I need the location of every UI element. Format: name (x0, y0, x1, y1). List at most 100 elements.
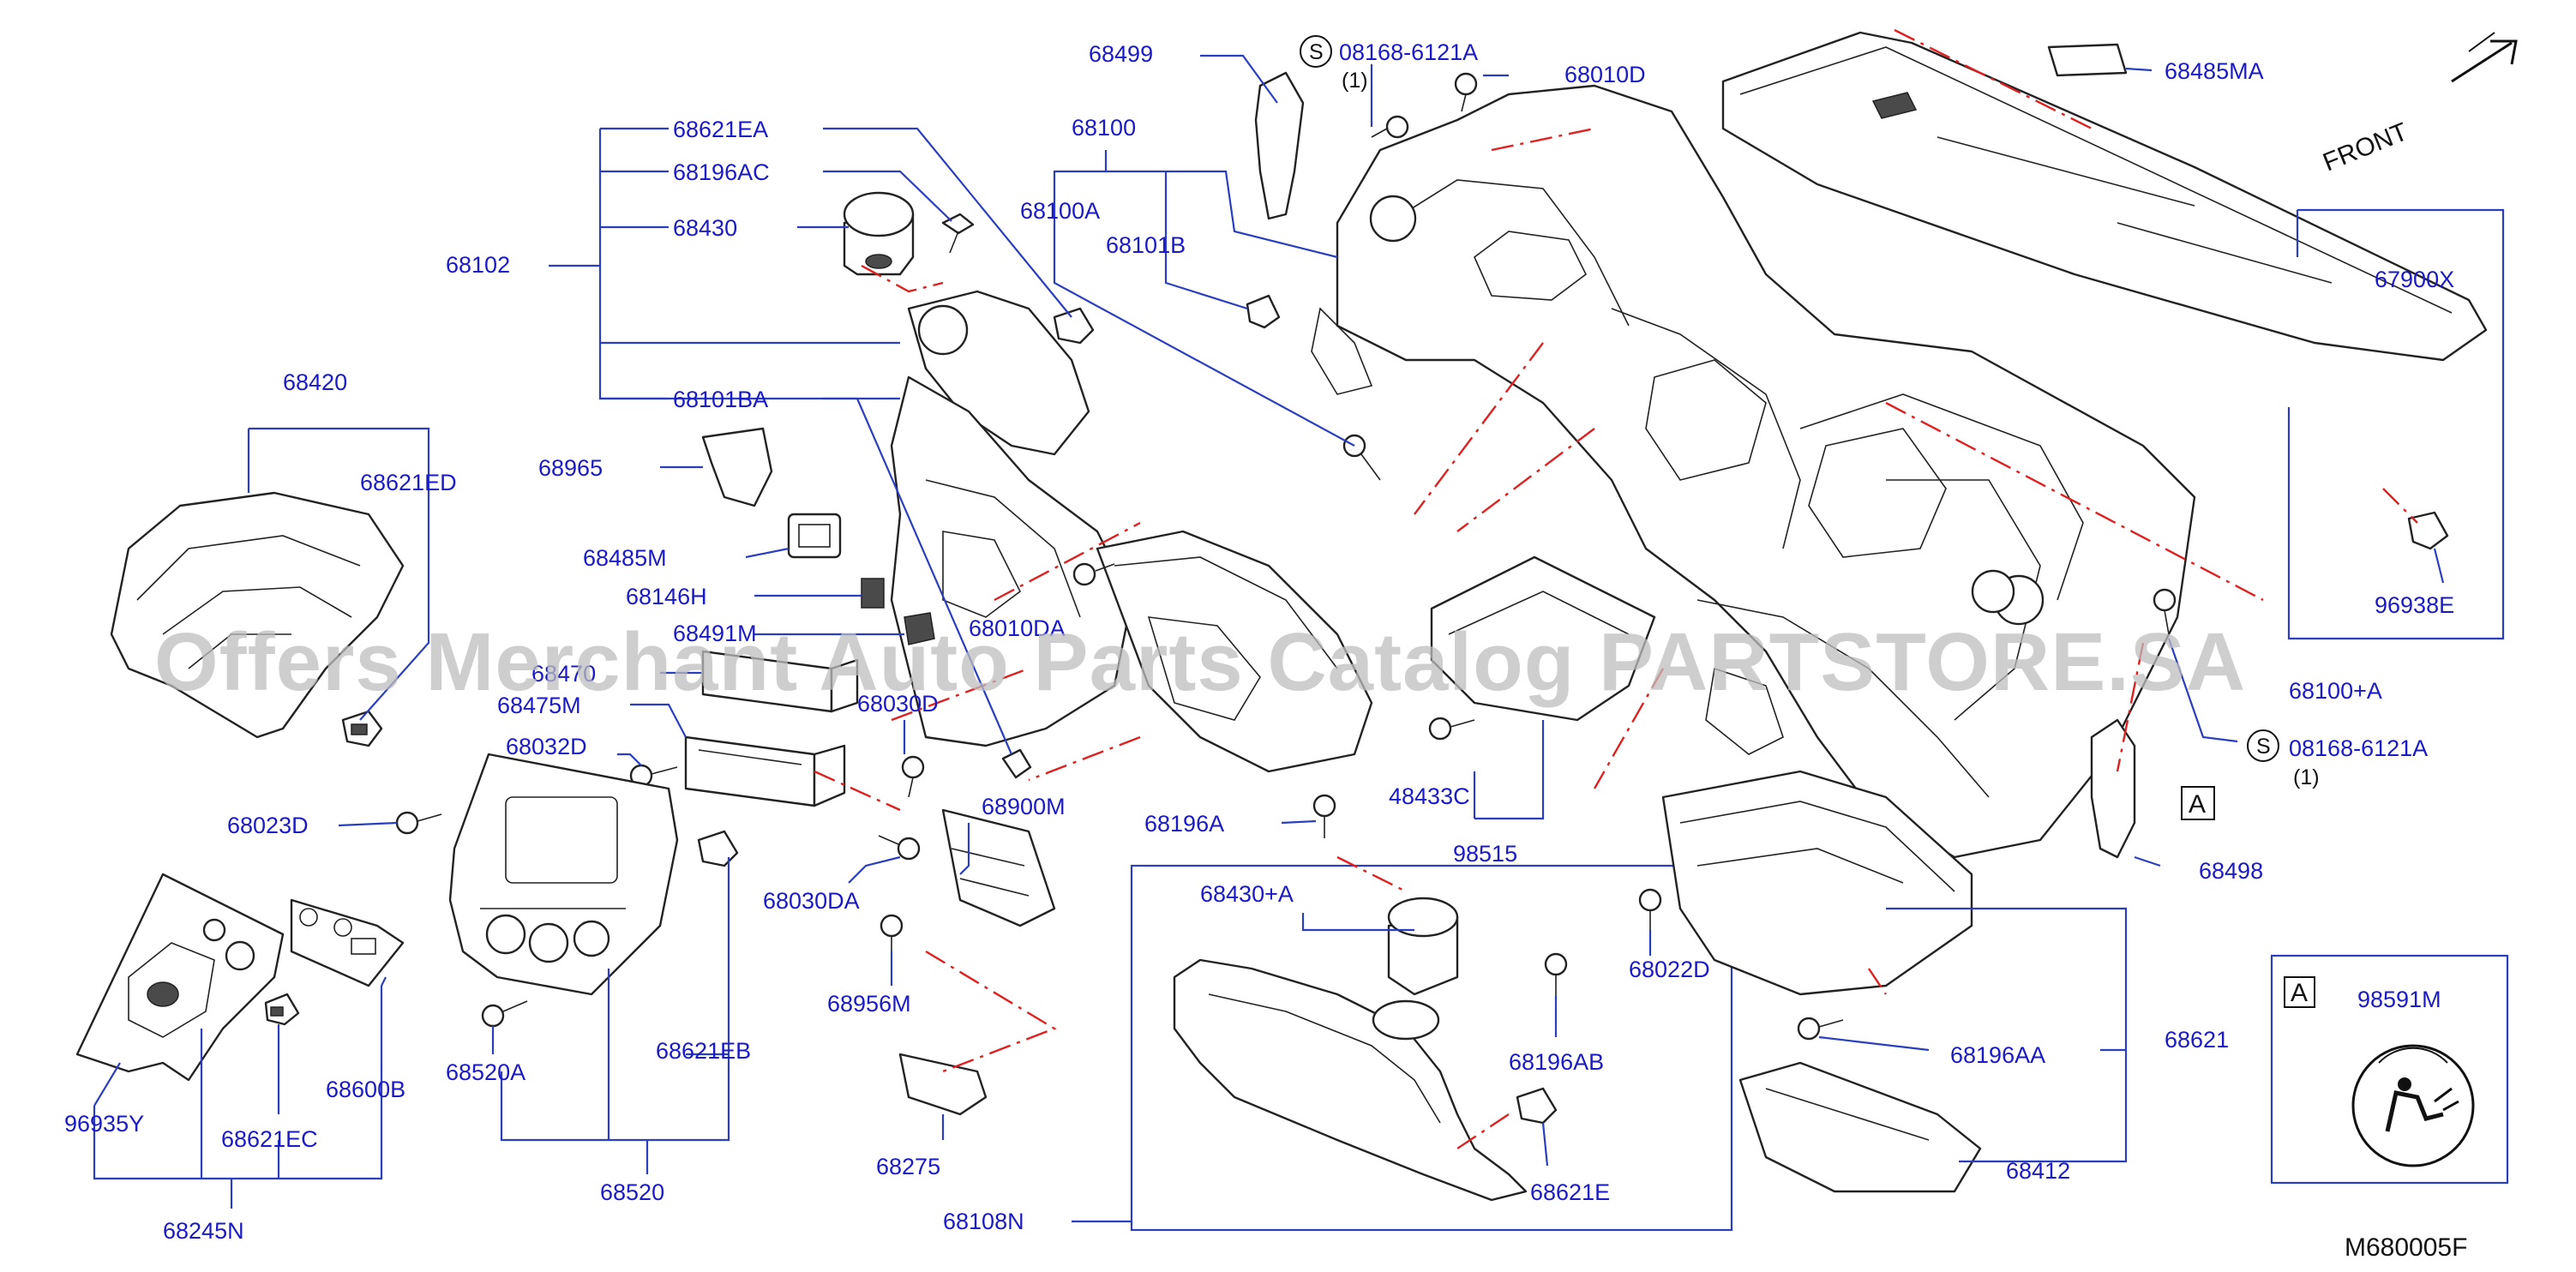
label-68100A[interactable]: 68100A (1020, 198, 1100, 224)
label-68621[interactable]: 68621 (2165, 1027, 2229, 1053)
label-68485MA[interactable]: 68485MA (2165, 58, 2264, 84)
watermark: Offers Merchant Auto Parts Catalog PARTS… (154, 616, 2246, 708)
screw-68010DA (1072, 562, 1115, 586)
clip-68956M (880, 914, 904, 951)
label-48433C[interactable]: 48433C (1389, 783, 1470, 809)
label-68196AA[interactable]: 68196AA (1950, 1042, 2045, 1068)
label-68621E[interactable]: 68621E (1530, 1179, 1610, 1205)
screw-symbol-bottom (2247, 729, 2279, 762)
label-68196AC[interactable]: 68196AC (673, 159, 770, 185)
label-68499[interactable]: 68499 (1089, 41, 1153, 67)
label-98591M[interactable]: 98591M (2357, 987, 2441, 1012)
screw-08168-top (1371, 115, 1409, 139)
tray-68485M (787, 513, 842, 559)
leader-lines (93, 54, 2505, 1223)
label-68485M[interactable]: 68485M (583, 545, 667, 571)
label-08168-bottom[interactable]: 08168-6121A (2289, 735, 2428, 761)
label-68520[interactable]: 68520 (600, 1179, 664, 1205)
clip-68491M (904, 612, 935, 645)
label-68022D[interactable]: 68022D (1629, 957, 1710, 982)
part-labels: 68499 08168-6121A (1) 68010D 68485MA 686… (64, 39, 2454, 1244)
label-96938E[interactable]: 96938E (2375, 592, 2454, 618)
label-68498[interactable]: 68498 (2199, 858, 2263, 884)
label-68196AB[interactable]: 68196AB (1509, 1049, 1604, 1075)
pad-68146H (861, 578, 885, 609)
label-68023D[interactable]: 68023D (227, 813, 309, 838)
screw-68100-plus-A (2153, 588, 2177, 635)
label-68621EB[interactable]: 68621EB (656, 1038, 751, 1064)
clip-68621ED (341, 710, 383, 747)
center-console-stay (890, 290, 1373, 773)
label-68196A[interactable]: 68196A (1144, 811, 1224, 837)
cup-holder-68430 (843, 191, 915, 276)
instrument-panel-assembly-68100 (1311, 31, 2488, 859)
label-68621ED[interactable]: 68621ED (360, 470, 457, 495)
pocket-68475M (684, 735, 846, 807)
screw-68030DA (878, 835, 921, 861)
label-68491M[interactable]: 68491M (673, 621, 757, 646)
label-08168-top[interactable]: 08168-6121A (1339, 39, 1478, 65)
label-68520A[interactable]: 68520A (446, 1059, 525, 1085)
label-68101B[interactable]: 68101B (1106, 232, 1186, 258)
label-68430-plus-A[interactable]: 68430+A (1200, 881, 1294, 907)
glove-box-68621 (1661, 770, 1973, 996)
front-label: FRONT (2319, 117, 2411, 177)
clip-68621EB (697, 830, 739, 867)
label-68956M[interactable]: 68956M (827, 991, 911, 1017)
screw-68196A (1312, 794, 1336, 838)
console-68900M (941, 808, 1056, 927)
clip-68621EC (264, 993, 300, 1026)
label-68600B[interactable]: 68600B (326, 1077, 405, 1102)
clip-96938E (2407, 511, 2449, 550)
label-96935Y[interactable]: 96935Y (64, 1111, 144, 1137)
callout-box-a-letter: A (2189, 790, 2206, 819)
label-68475M[interactable]: 68475M (497, 693, 581, 718)
label-68621EA[interactable]: 68621EA (673, 117, 768, 142)
label-68965[interactable]: 68965 (538, 455, 603, 481)
screw-68023D (395, 811, 442, 835)
screw-68196AB (1544, 952, 1568, 996)
label-68010DA[interactable]: 68010DA (969, 615, 1066, 641)
label-68101BA[interactable]: 68101BA (673, 387, 768, 412)
cluster-lid-68420 (110, 491, 405, 739)
label-68245N[interactable]: 68245N (163, 1218, 244, 1244)
callout-box-letter: A (2291, 979, 2308, 1007)
label-68275[interactable]: 68275 (876, 1154, 940, 1179)
label-68146H[interactable]: 68146H (626, 584, 707, 609)
label-68430[interactable]: 68430 (673, 215, 737, 241)
clip-68101BA (1001, 748, 1032, 779)
label-68100-plus-A[interactable]: 68100+A (2289, 678, 2382, 704)
screw-68010D (1454, 72, 1478, 112)
lower-cover-68108N (1130, 864, 1733, 1232)
label-68108N[interactable]: 68108N (943, 1209, 1024, 1234)
switch-68600B (290, 898, 405, 987)
callout-box-98591M (2270, 954, 2509, 1185)
label-98515[interactable]: 98515 (1453, 841, 1517, 867)
lower-console-68245N (75, 873, 285, 1082)
label-67900X[interactable]: 67900X (2375, 267, 2454, 292)
label-68900M[interactable]: 68900M (982, 794, 1066, 819)
label-68030DA[interactable]: 68030DA (763, 888, 860, 914)
label-68032D[interactable]: 68032D (506, 734, 587, 759)
screw-68022D (1638, 888, 1662, 930)
label-68621EC[interactable]: 68621EC (221, 1126, 318, 1152)
side-finisher-68498 (2090, 718, 2136, 859)
screw-68196AC (941, 213, 975, 254)
label-68420[interactable]: 68420 (283, 369, 347, 395)
label-68010D[interactable]: 68010D (1564, 62, 1646, 87)
label-68470[interactable]: 68470 (531, 661, 596, 687)
clip-68621EA (1053, 307, 1095, 345)
screw-68520A (481, 1000, 528, 1028)
label-68030D[interactable]: 68030D (857, 691, 939, 717)
callout-box-a-marker (2181, 786, 2215, 820)
label-68100[interactable]: 68100 (1072, 115, 1136, 141)
clip-68621E (1516, 1087, 1558, 1125)
screw-symbol-top (1300, 35, 1332, 68)
label-68102[interactable]: 68102 (446, 252, 510, 278)
pad-68485MA (2047, 43, 2128, 77)
label-68412[interactable]: 68412 (2006, 1158, 2070, 1184)
diagram-code: M680005F (2345, 1233, 2467, 1262)
bolt-48433C (1428, 717, 1475, 741)
center-finisher-68520 (448, 753, 679, 996)
